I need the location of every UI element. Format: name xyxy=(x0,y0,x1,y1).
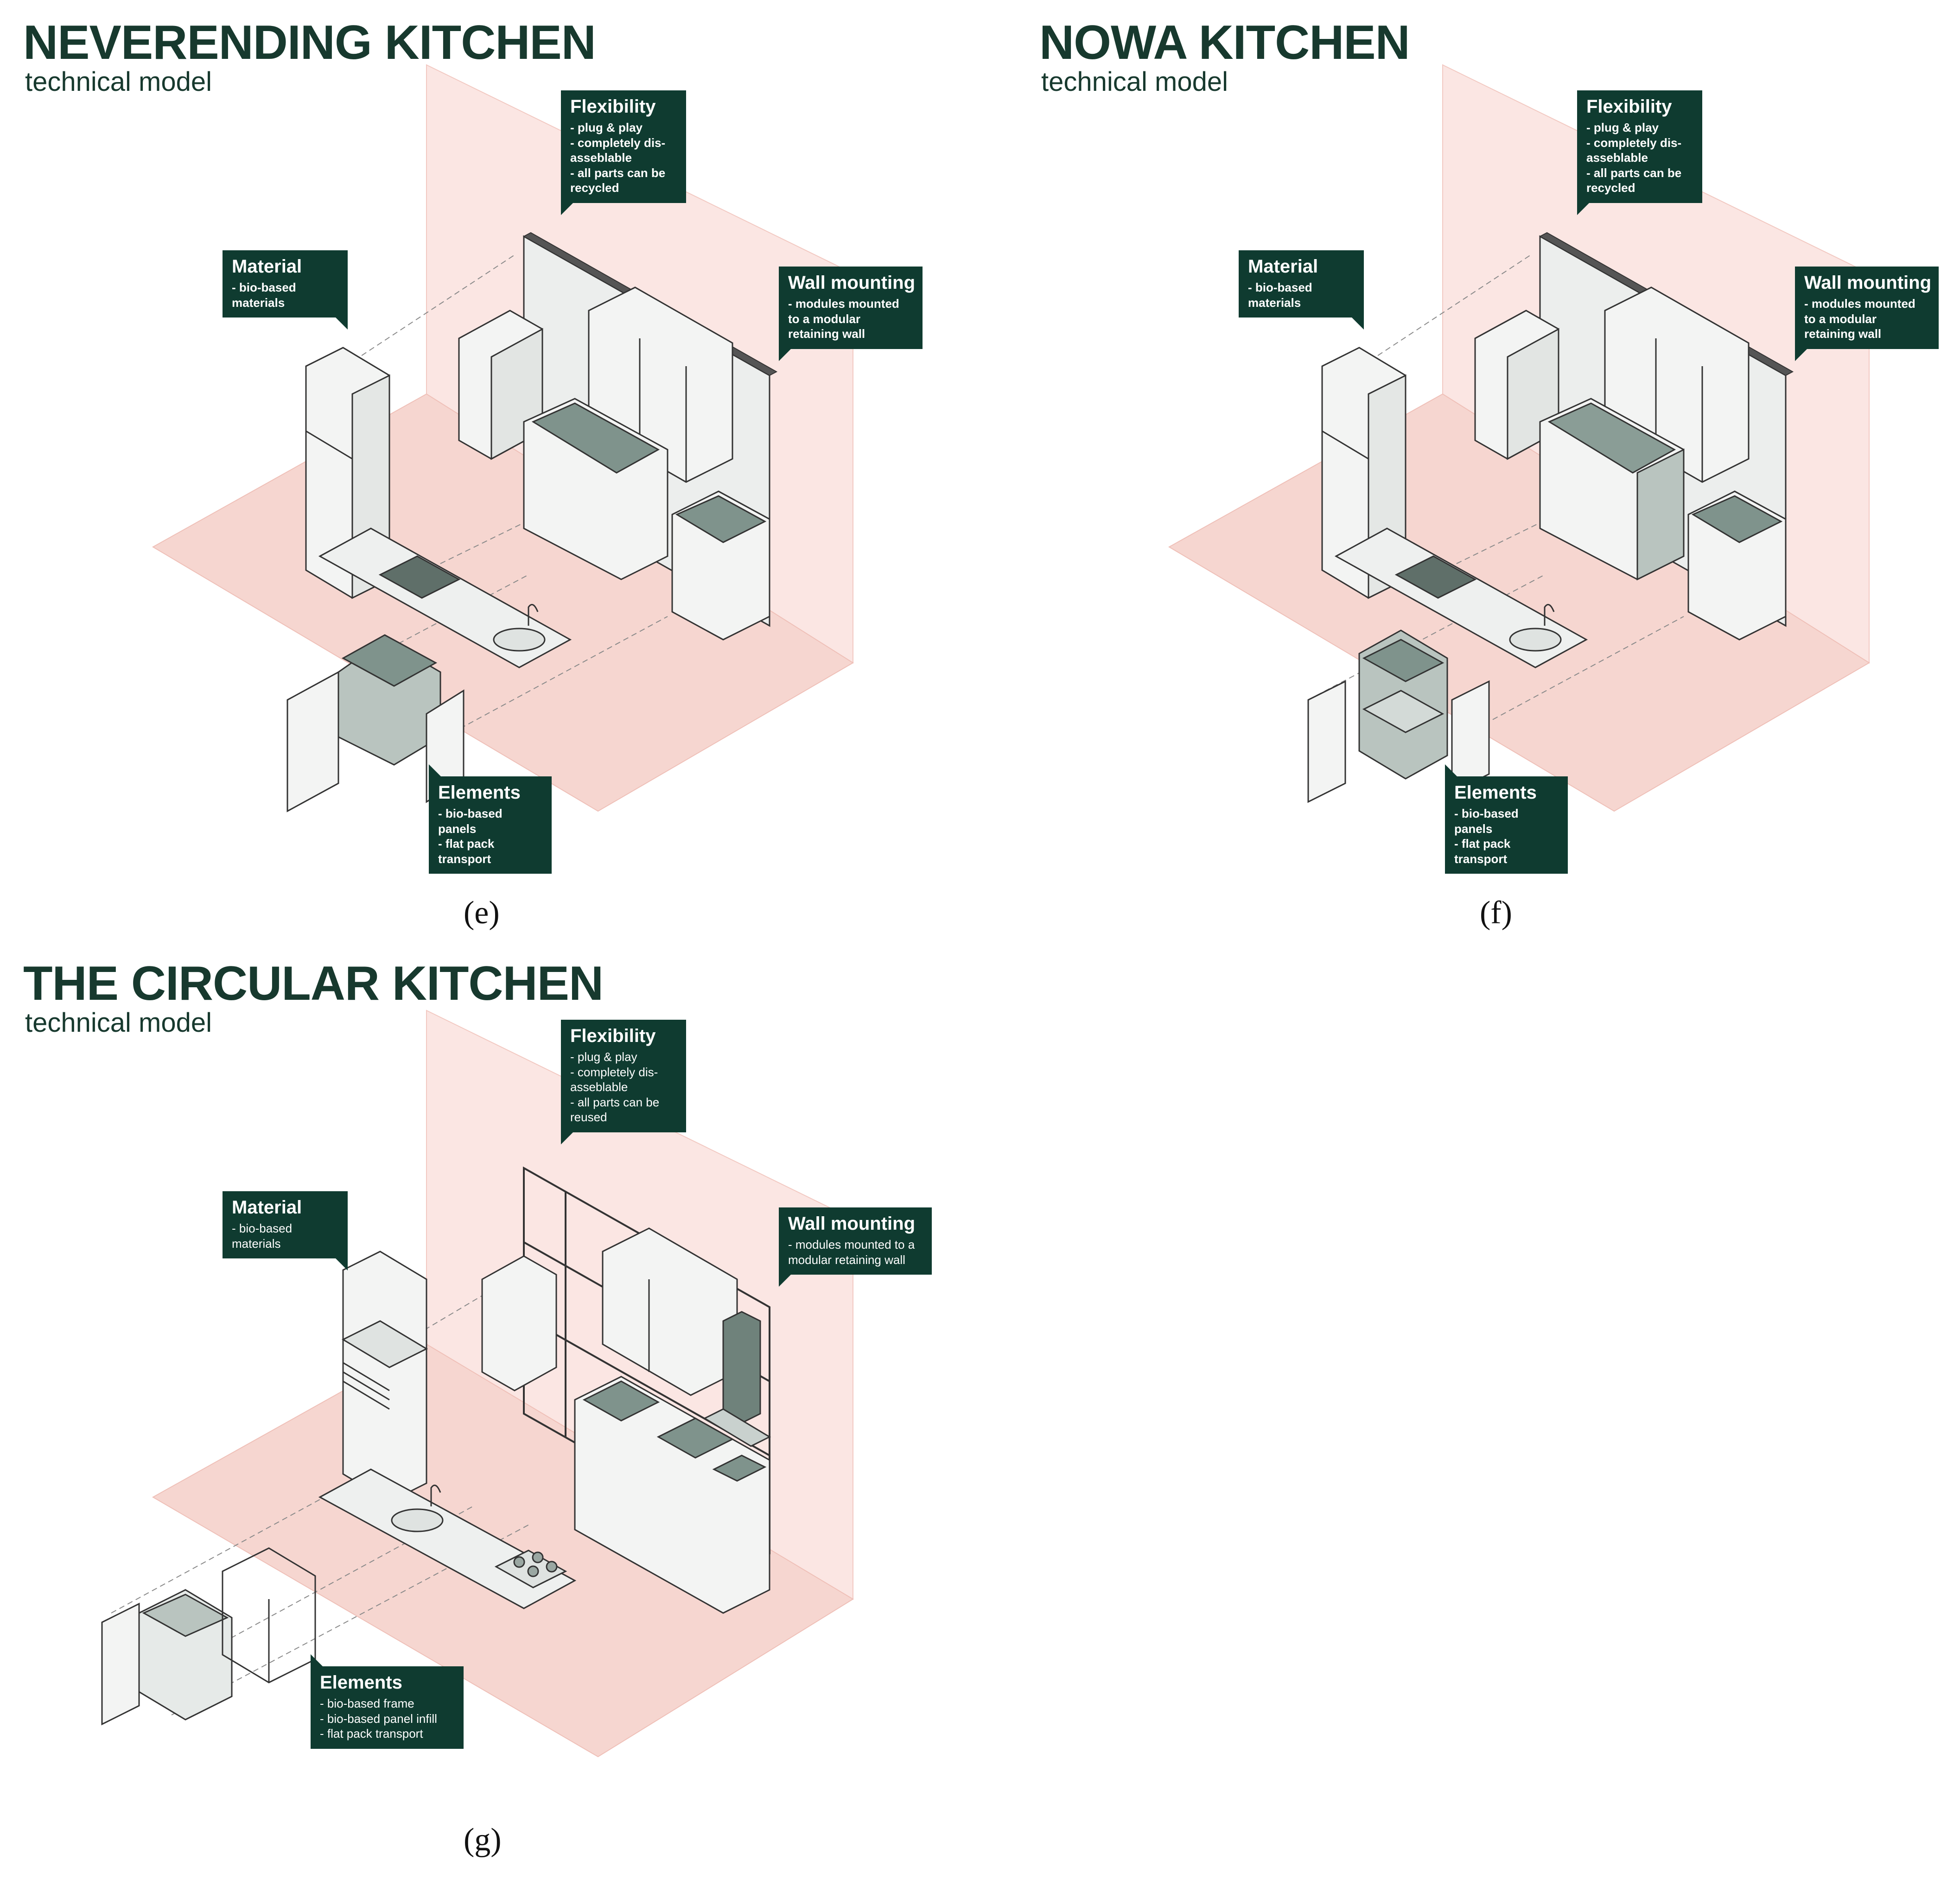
callout-item: flat pack transport xyxy=(438,836,542,866)
panel-subtitle: technical model xyxy=(1041,67,1228,97)
callout-heading: Flexibility xyxy=(570,1026,656,1046)
panel-title: THE CIRCULAR KITCHEN xyxy=(23,957,604,1010)
callout-item: all parts can be recycled xyxy=(570,165,677,196)
callout-item: completely dis-asseblable xyxy=(570,135,677,165)
isometric-kitchen-drawing xyxy=(1168,64,1870,812)
callout-flexibility: Flexibility plug & play completely dis-a… xyxy=(1577,90,1702,215)
callout-item: bio-based panels xyxy=(438,806,542,836)
callout-pointer xyxy=(311,1654,323,1666)
callout-item: modules mounted to a modular retaining w… xyxy=(1804,296,1929,342)
callout-item: bio-based materials xyxy=(232,1221,338,1251)
callout-material: Material bio-based materials xyxy=(223,1191,348,1270)
callout-item: flat pack transport xyxy=(1454,836,1559,866)
callout-item: modules mounted to a modular retaining w… xyxy=(788,296,913,342)
panel-caption: (f) xyxy=(1480,895,1512,931)
callout-elements: Elements bio-based panels flat pack tran… xyxy=(1445,764,1568,874)
callout-material: Material bio-based materials xyxy=(223,250,348,330)
callout-item: modules mounted to a modular retaining w… xyxy=(788,1237,923,1267)
callout-pointer xyxy=(779,349,791,361)
callout-heading: Elements xyxy=(1454,782,1537,803)
callout-item: bio-based materials xyxy=(232,280,338,310)
callout-heading: Wall mounting xyxy=(1804,273,1932,293)
callout-heading: Wall mounting xyxy=(788,1213,916,1234)
callout-pointer xyxy=(1352,318,1364,330)
callout-heading: Material xyxy=(1248,256,1318,277)
panel-subtitle: technical model xyxy=(25,1008,212,1038)
callout-elements: Elements bio-based panels flat pack tran… xyxy=(429,764,552,874)
panel-neverending-kitchen: NEVERENDING KITCHEN technical model Flex… xyxy=(19,14,946,931)
callout-pointer xyxy=(561,203,573,215)
callout-item: plug & play xyxy=(1586,120,1693,135)
callout-item: all parts can be reused xyxy=(570,1095,677,1125)
callout-item: plug & play xyxy=(570,1049,677,1065)
callout-heading: Elements xyxy=(320,1672,402,1693)
base-cabinets xyxy=(523,398,770,641)
callout-pointer xyxy=(336,1258,348,1270)
callout-item: bio-based frame xyxy=(320,1696,454,1711)
base-cabinets xyxy=(574,1376,771,1614)
callout-item: completely dis-asseblable xyxy=(570,1065,677,1095)
panel-title: NEVERENDING KITCHEN xyxy=(23,16,596,70)
callout-item: all parts can be recycled xyxy=(1586,165,1693,196)
callout-material: Material bio-based materials xyxy=(1239,250,1364,330)
callout-flexibility: Flexibility plug & play completely dis-a… xyxy=(561,1020,686,1144)
isometric-kitchen-drawing xyxy=(152,64,854,813)
isometric-kitchen-drawing xyxy=(101,1010,854,1758)
countertop-with-sink-and-hob xyxy=(318,1468,577,1609)
panel-caption: (e) xyxy=(464,895,500,931)
callout-pointer xyxy=(336,318,348,330)
base-cabinets xyxy=(1539,398,1787,641)
callout-item: bio-based panels xyxy=(1454,806,1559,836)
callout-heading: Material xyxy=(232,1197,302,1218)
panel-title: NOWA KITCHEN xyxy=(1039,16,1410,70)
panel-nowa-kitchen: NOWA KITCHEN technical model Flexibility… xyxy=(1035,14,1960,931)
callout-flexibility: Flexibility plug & play completely dis-a… xyxy=(561,90,686,215)
countertop-with-sink xyxy=(1334,527,1588,668)
callout-pointer xyxy=(429,764,441,776)
tall-cabinet xyxy=(341,1251,428,1503)
callout-wall-mounting: Wall mounting modules mounted to a modul… xyxy=(779,267,923,361)
callout-pointer xyxy=(561,1132,573,1144)
callout-heading: Flexibility xyxy=(570,96,656,117)
callout-wall-mounting: Wall mounting modules mounted to a modul… xyxy=(779,1207,932,1287)
callout-heading: Flexibility xyxy=(1586,96,1672,117)
callout-pointer xyxy=(1445,764,1457,776)
callout-item: bio-based panel infill xyxy=(320,1711,454,1727)
callout-elements: Elements bio-based frame bio-based panel… xyxy=(311,1654,464,1749)
callout-item: flat pack transport xyxy=(320,1726,454,1741)
callout-pointer xyxy=(779,1275,791,1287)
panel-subtitle: technical model xyxy=(25,67,212,97)
panel-circular-kitchen: THE CIRCULAR KITCHEN technical model Fle… xyxy=(19,955,946,1859)
callout-item: plug & play xyxy=(570,120,677,135)
panel-caption: (g) xyxy=(464,1822,502,1858)
callout-heading: Elements xyxy=(438,782,521,803)
callout-pointer xyxy=(1795,349,1807,361)
callout-item: bio-based materials xyxy=(1248,280,1355,310)
callout-heading: Wall mounting xyxy=(788,273,916,293)
callout-item: completely dis-asseblable xyxy=(1586,135,1693,165)
callout-heading: Material xyxy=(232,256,302,277)
callout-wall-mounting: Wall mounting modules mounted to a modul… xyxy=(1795,267,1939,361)
exploded-module xyxy=(101,1547,316,1726)
countertop-with-sink xyxy=(318,527,572,668)
exploded-module xyxy=(1307,629,1490,803)
callout-pointer xyxy=(1577,203,1589,215)
